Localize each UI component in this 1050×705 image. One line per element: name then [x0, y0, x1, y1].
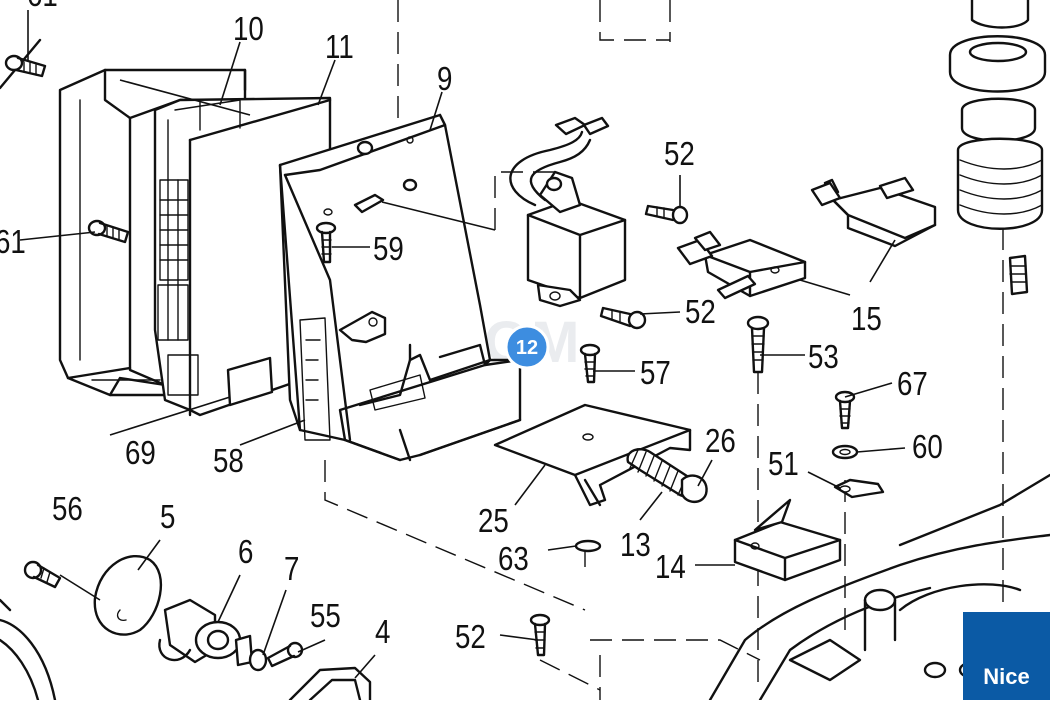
part-12-capacitor: [509, 116, 627, 308]
screw-59: [315, 221, 337, 264]
screw-67: [834, 390, 856, 430]
washer-63: [574, 539, 602, 553]
brand-logo-text: Nice: [983, 664, 1030, 689]
label-9: 9: [437, 61, 452, 98]
screw-57: [579, 343, 601, 384]
label-63: 63: [498, 541, 529, 578]
brand-logo-box: Nice: [963, 612, 1050, 700]
label-61-top: 61: [27, 0, 58, 14]
part-14-block: [733, 498, 842, 582]
label-25: 25: [478, 503, 509, 540]
label-5: 5: [160, 499, 175, 536]
label-57: 57: [640, 355, 671, 392]
part-10-cover: [58, 68, 247, 397]
label-56: 56: [52, 491, 83, 528]
frame-outline: [0, 38, 42, 612]
part-6-lock: [158, 598, 254, 667]
label-61-mid: 61: [0, 224, 26, 261]
screw-56: [23, 560, 62, 589]
screw-parts: [4, 54, 885, 668]
bottom-left-cover: [0, 618, 57, 702]
label-60: 60: [912, 429, 943, 466]
label-52-top: 52: [664, 136, 695, 173]
label-14: 14: [655, 549, 686, 586]
part-4-bracket: [288, 666, 372, 702]
part-15-microswitches: [676, 176, 937, 300]
label-52-bottom: 52: [455, 619, 486, 656]
part-13-spring: [626, 448, 708, 504]
screw-52-mid: [599, 306, 647, 330]
screw-52-top: [644, 204, 689, 225]
label-55: 55: [310, 598, 341, 635]
screw-55: [266, 641, 304, 668]
part-9-bracket: [278, 113, 522, 462]
screw-61-top: [4, 54, 47, 78]
label-69: 69: [125, 435, 156, 472]
label-7: 7: [284, 551, 299, 588]
label-67: 67: [897, 366, 928, 403]
label-58: 58: [213, 443, 244, 480]
part-12-marker[interactable]: 12: [504, 324, 550, 370]
label-11: 11: [325, 29, 354, 66]
label-52-mid: 52: [685, 294, 716, 331]
motor-tower: [948, 0, 1047, 296]
part-25-plate: [493, 403, 692, 507]
marker-12-label: 12: [516, 337, 538, 359]
label-59: 59: [373, 231, 404, 268]
label-10: 10: [233, 11, 264, 48]
leader-lines: [19, 10, 906, 679]
label-13: 13: [620, 527, 651, 564]
label-51: 51: [768, 446, 799, 483]
assembly-dash-lines: [324, 0, 1004, 700]
washer-60: [831, 444, 859, 460]
part-5-cap: [93, 554, 163, 636]
screw-53: [746, 315, 770, 374]
screw-52-bottom: [529, 613, 551, 657]
terminal-51: [833, 478, 885, 499]
label-6: 6: [238, 534, 253, 571]
part-7-washer: [248, 648, 268, 672]
label-26: 26: [705, 423, 736, 460]
label-15: 15: [851, 301, 882, 338]
label-53: 53: [808, 339, 839, 376]
part-number-labels: 61 10 11 9 52 59 61 15 52 53 57 67 69 58…: [0, 0, 943, 656]
label-4: 4: [375, 614, 390, 651]
